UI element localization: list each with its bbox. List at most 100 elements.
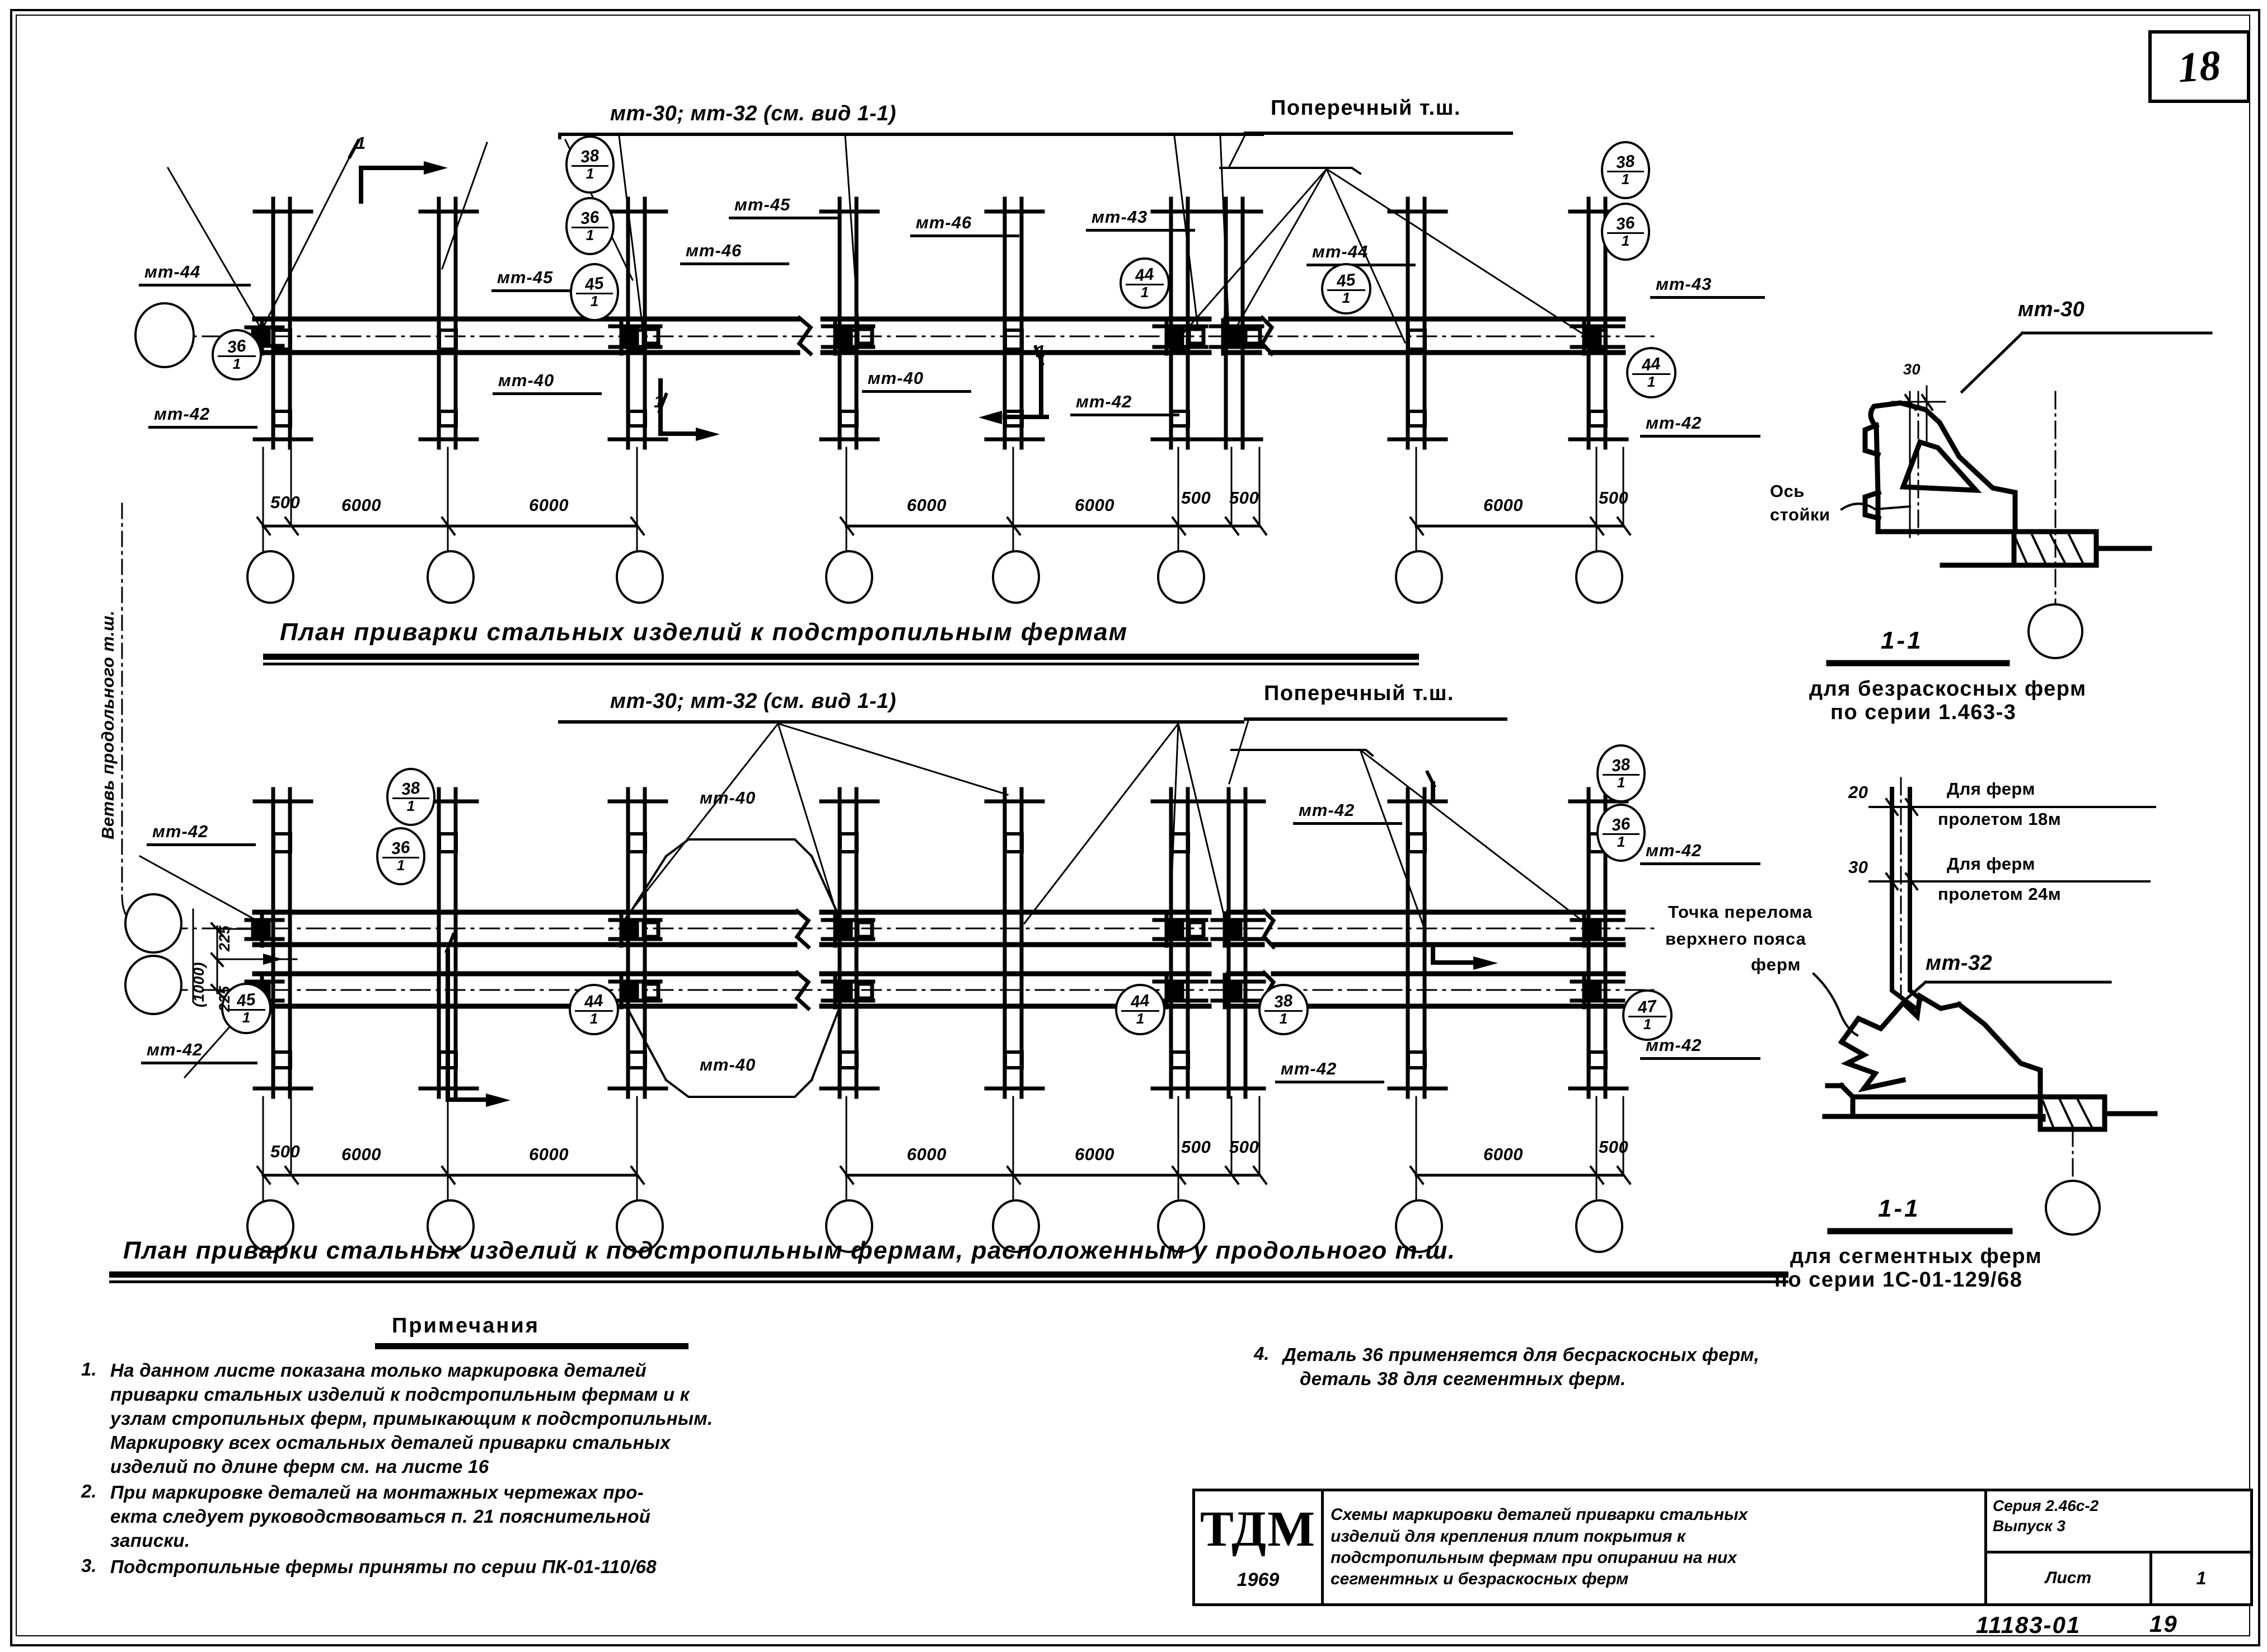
balloon-number: 38 — [1610, 754, 1632, 776]
leader-text: мт-45 — [497, 267, 554, 287]
detail-balloon: 44 1 — [1115, 984, 1165, 1035]
leader-label-mt46b: мт-46 — [910, 213, 1019, 237]
detail-balloon: 38 1 — [1258, 984, 1309, 1035]
note-number: 4. — [1254, 1343, 1270, 1364]
axis-bubble — [246, 550, 294, 604]
dimension-text: 6000 — [529, 1144, 569, 1164]
note-line: На данном листе показана только маркиров… — [110, 1360, 647, 1381]
dimension-text: 6000 — [907, 1144, 947, 1164]
leader-shelf — [141, 1062, 257, 1064]
balloon-number: 45 — [584, 273, 605, 294]
series-text: Серия 2.46с-2 — [1993, 1497, 2099, 1514]
description-line: Схемы маркировки деталей приварки стальн… — [1331, 1505, 1748, 1524]
detail-balloon: 45 1 — [1321, 263, 1371, 315]
section-mark: 1 — [356, 133, 366, 153]
dimension-text: 6000 — [341, 1144, 381, 1164]
leader-label-mt45b: мт-45 — [729, 195, 838, 219]
page-number-box: 18 — [2148, 30, 2250, 103]
leader-shelf — [680, 262, 789, 265]
balloon-denominator: 1 — [1342, 289, 1351, 307]
leader-text: мт-42 — [154, 404, 210, 424]
notes-heading-rule — [375, 1343, 688, 1349]
leader-label-b-mt42-left2: мт-42 — [141, 1040, 257, 1064]
balloon-denominator: 1 — [1279, 1010, 1288, 1027]
leader-label-mt42c: мт-42 — [1070, 392, 1179, 416]
detail-top-dimension: 30 — [1903, 361, 1921, 378]
note-text: На данном листе показана только маркиров… — [110, 1359, 713, 1479]
balloon-bar — [1126, 284, 1164, 286]
leader-text: мт-40 — [498, 370, 555, 390]
leader-shelf — [1650, 296, 1765, 299]
note-item: 4. Деталь 36 применяется для бесраскосны… — [1254, 1343, 2093, 1391]
leader-label-mt44b: мт-44 — [1306, 242, 1416, 266]
axis-bubble — [246, 1199, 294, 1253]
axis-bubble — [124, 955, 182, 1015]
axis-bubble — [825, 1199, 873, 1253]
leader-text: мт-46 — [686, 241, 742, 260]
balloon-bar — [1607, 171, 1644, 173]
axis-bubble — [1395, 1199, 1443, 1253]
leader-text: мт-43 — [1656, 274, 1712, 294]
plan-top-caption-rule2 — [263, 663, 1419, 665]
note-line: Подстропильные фермы приняты по серии ПК… — [110, 1556, 657, 1578]
balloon-denominator: 1 — [242, 1009, 251, 1026]
balloon-number: 38 — [1615, 151, 1636, 172]
dimension-text-vertical: 225 — [216, 985, 233, 1012]
balloon-bar — [227, 1009, 265, 1011]
leader-text: мт-42 — [1299, 800, 1355, 820]
balloon-bar — [1327, 289, 1365, 292]
leader-text: мт-43 — [1092, 207, 1148, 227]
leader-shelf — [729, 217, 838, 219]
balloon-number: 47 — [1637, 996, 1658, 1017]
sheet-frame-outer — [10, 9, 2260, 1646]
balloon-number: 36 — [1615, 213, 1636, 234]
leader-label-mt43a: мт-43 — [1086, 207, 1195, 232]
balloon-denominator: 1 — [1621, 171, 1630, 188]
balloon-bar — [576, 293, 613, 295]
leader-label-mt43b: мт-43 — [1650, 274, 1765, 299]
dimension-text: 6000 — [341, 495, 381, 515]
detail-top-subtitle-1: для безраскосных ферм — [1809, 677, 2087, 701]
detail-top-part-label: мт-30 — [2018, 298, 2085, 321]
balloon-number: 36 — [390, 837, 411, 858]
balloon-bar — [1607, 232, 1644, 234]
leader-label-b-mt42-left: мт-42 — [147, 822, 256, 846]
note-number: 1. — [81, 1359, 97, 1379]
dimension-text-vertical: 225 — [216, 925, 233, 951]
note-text: Деталь 36 применяется для бесраскосных ф… — [1283, 1343, 1759, 1391]
leader-text: мт-40 — [700, 1055, 756, 1074]
dimension-text: 500 — [1599, 488, 1629, 508]
balloon-denominator: 1 — [1647, 373, 1656, 391]
dimension-text: 6000 — [1075, 1144, 1114, 1164]
note-line: узлам стропильных ферм, примыкающим к по… — [110, 1407, 713, 1429]
title-block-right: Серия 2.46с-2 Выпуск 3 Лист 1 — [1987, 1491, 2250, 1603]
note-line: екта следует руководствоваться п. 21 поя… — [110, 1506, 651, 1527]
leader-shelf — [1086, 229, 1195, 232]
leader-shelf — [139, 284, 251, 287]
balloon-bar — [1264, 1010, 1303, 1012]
leader-text: мт-44 — [144, 262, 201, 281]
note-text: При маркировке деталей на монтажных черт… — [110, 1481, 650, 1553]
sheet-value: 1 — [2196, 1567, 2207, 1588]
balloon-number: 44 — [1641, 354, 1662, 375]
note-line: При маркировке деталей на монтажных черт… — [110, 1482, 644, 1503]
detail-top-axis-label-1: Ось — [1770, 481, 1805, 501]
balloon-denominator: 1 — [1617, 774, 1626, 791]
axis-bubble — [124, 893, 182, 954]
leader-text: мт-42 — [1281, 1059, 1337, 1078]
note-item: 2. При маркировке деталей на монтажных ч… — [81, 1481, 1201, 1553]
balloon-number: 44 — [1134, 264, 1155, 285]
document-sheet-number: 19 — [2149, 1611, 2178, 1637]
description-line: изделий для крепления плит покрытия к — [1331, 1527, 1685, 1546]
title-block: ТДМ 1969 Схемы маркировки деталей привар… — [1192, 1489, 2253, 1606]
leader-label-mt44-left: мт-44 — [139, 262, 251, 287]
sheet-label: Лист — [1987, 1553, 2152, 1603]
balloon-number: 45 — [236, 989, 257, 1011]
detail-bottom-dim-line2-2: пролетом 24м — [1938, 884, 2062, 904]
leader-text: мт-42 — [1646, 413, 1702, 433]
leader-label-b-mt42f: мт-42 — [1640, 1035, 1760, 1060]
detail-balloon: 38 1 — [565, 135, 615, 194]
axis-bubble — [1575, 550, 1623, 604]
note-line: Маркировку всех остальных деталей привар… — [110, 1432, 671, 1453]
axis-bubble — [134, 302, 195, 368]
